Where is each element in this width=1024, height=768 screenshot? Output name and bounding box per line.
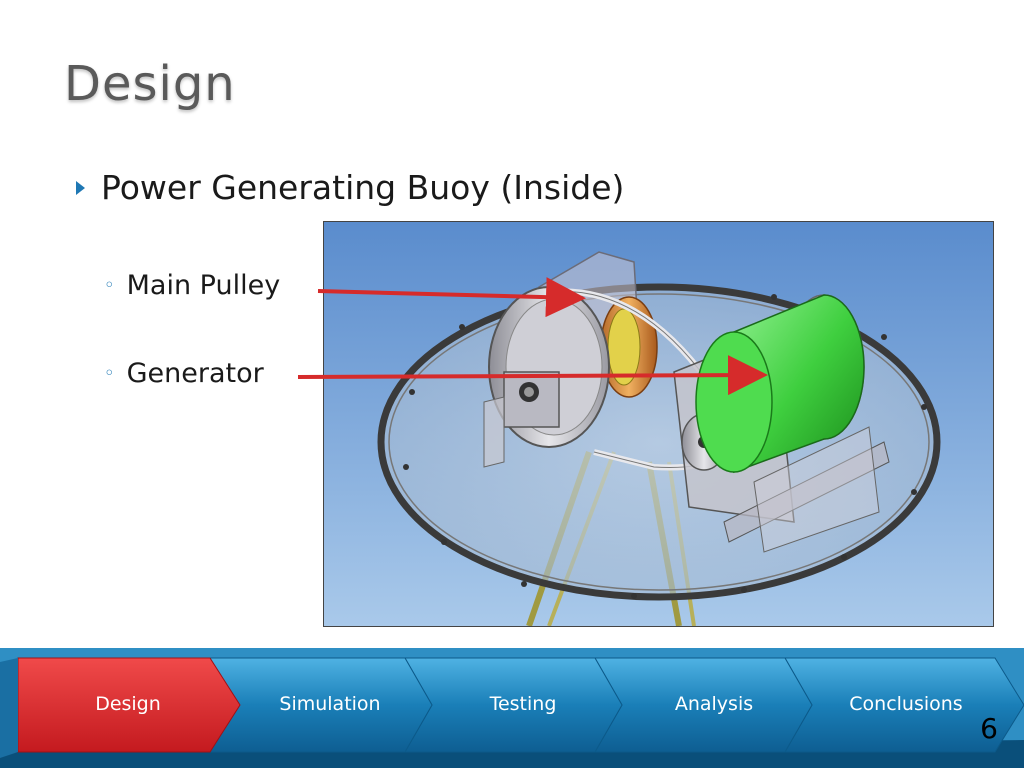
ring-bullet-icon: ◦ [104,363,115,384]
page-number: 6 [980,712,998,745]
main-bullet: Power Generating Buoy (Inside) [76,168,624,207]
sub-bullet-main-pulley: ◦ Main Pulley [104,270,280,301]
sub-bullet-generator: ◦ Generator [104,358,264,389]
buoy-cad-figure [323,221,994,627]
triangle-bullet-icon [76,180,85,195]
main-bullet-text: Power Generating Buoy (Inside) [101,168,625,207]
nav-item-simulation[interactable]: Simulation [279,693,381,715]
nav-item-conclusions[interactable]: Conclusions [849,693,963,715]
slide-title: Design [64,56,236,112]
nav-item-testing[interactable]: Testing [489,693,557,715]
nav-item-analysis[interactable]: Analysis [674,693,754,715]
chevron-nav-bar [0,648,1024,768]
ring-bullet-icon: ◦ [104,275,115,296]
sub-bullet-text: Main Pulley [126,270,281,301]
sub-bullet-text: Generator [126,358,264,389]
nav-item-design[interactable]: Design [95,693,161,715]
